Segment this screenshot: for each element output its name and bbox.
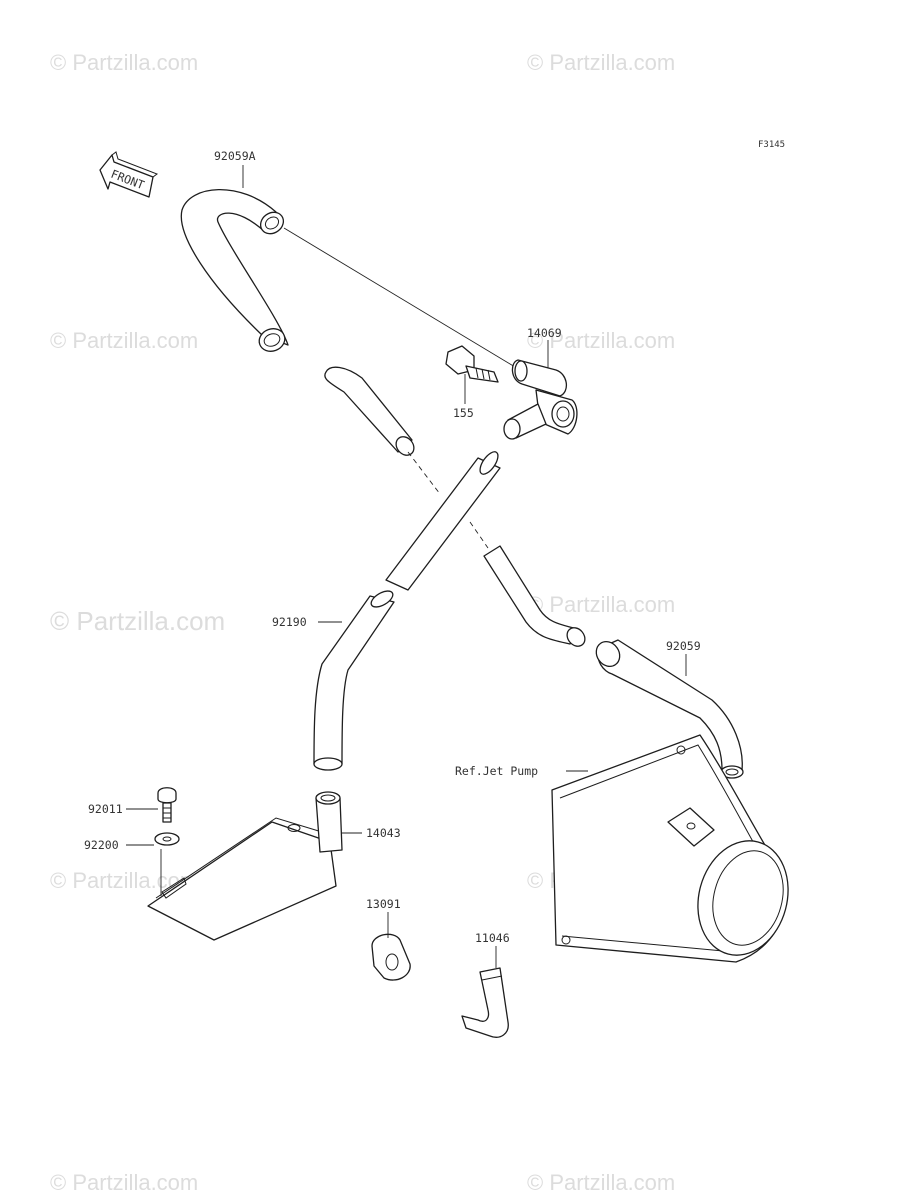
washer-92200: [154, 832, 180, 846]
screw-92011: [157, 787, 177, 823]
hose-92190: [313, 590, 395, 771]
callout-92200: 92200: [84, 838, 119, 852]
clip-11046: [461, 967, 509, 1038]
callout-155: 155: [453, 406, 474, 420]
watermark-text: © Partzilla.com: [50, 1170, 198, 1195]
callout-11046: 11046: [475, 931, 510, 945]
callout-92059a: 92059A: [214, 149, 256, 163]
bracket-14043: [147, 791, 343, 941]
watermark-text: © Partzilla.com: [50, 328, 198, 353]
clamp-13091: [371, 933, 411, 981]
callout-13091: 13091: [366, 897, 401, 911]
hose-92059: [595, 639, 744, 779]
watermark-text: © Partzilla.com: [527, 1170, 675, 1195]
watermark-text: © Partzilla.com: [527, 328, 675, 353]
leader-lines: [126, 165, 687, 968]
callout-92011: 92011: [88, 802, 123, 816]
jet-pump: [551, 734, 789, 963]
watermark-text: © Partzilla.com: [527, 592, 675, 617]
watermark-text: © Partzilla.com: [527, 50, 675, 75]
bolt-155: [445, 345, 499, 383]
hose-short-upper: [324, 366, 415, 456]
figure-code: F3145: [758, 140, 785, 150]
pipe-center: [385, 451, 501, 591]
callout-92190: 92190: [272, 615, 307, 629]
fitting-14069: [503, 359, 578, 440]
callout-14043: 14043: [366, 826, 401, 840]
hose-right-segment: [483, 545, 586, 647]
callout-jet-pump: Ref.Jet Pump: [455, 764, 538, 778]
front-arrow-icon: FRONT: [99, 151, 159, 198]
callout-92059: 92059: [666, 639, 701, 653]
watermark-text: © Partzilla.com: [50, 50, 198, 75]
callout-labels: 92059A 14069 155 92190 92059 Ref.Jet Pum…: [84, 149, 701, 945]
watermark-text: © Partzilla.com: [50, 606, 225, 636]
callout-14069: 14069: [527, 326, 562, 340]
hose-92059a: [180, 188, 289, 352]
